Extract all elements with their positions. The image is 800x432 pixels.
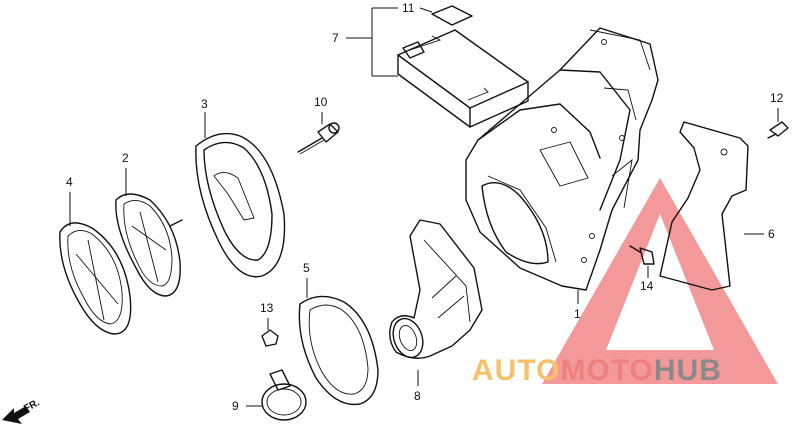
air-filter-element <box>397 29 529 128</box>
watermark-hub: HUB <box>654 354 722 387</box>
part-number-4: 4 <box>66 175 73 189</box>
filter-holder <box>115 193 183 297</box>
part-number-11: 11 <box>402 1 415 15</box>
hose-clamp <box>261 369 307 421</box>
part-number-14: 14 <box>640 279 654 293</box>
intake-boot <box>389 219 483 359</box>
filter-cone <box>195 132 286 278</box>
watermark-triangle <box>542 178 778 384</box>
front-direction-indicator: FR. <box>2 397 42 424</box>
part-number-9: 9 <box>232 399 239 413</box>
bolt-10 <box>297 122 340 155</box>
part-number-10: 10 <box>314 95 328 109</box>
filter-tab <box>431 5 473 26</box>
part-number-5: 5 <box>303 261 310 275</box>
bolt-12 <box>767 121 789 139</box>
front-arrow-icon <box>2 406 30 424</box>
part-number-7: 7 <box>332 31 339 45</box>
watermark-moto: MOTO <box>560 354 653 387</box>
part-number-2: 2 <box>122 151 129 165</box>
part-numbers: 1 2 3 4 5 6 7 8 9 10 11 12 13 14 <box>66 1 784 413</box>
leader-lines <box>69 7 779 407</box>
bolt-14 <box>629 245 655 265</box>
part-number-12: 12 <box>770 91 784 105</box>
svg-text:AUTOMOTOHUB: AUTOMOTOHUB <box>472 354 722 387</box>
part-number-1: 1 <box>574 307 581 321</box>
part-number-6: 6 <box>768 227 775 241</box>
part-number-13: 13 <box>260 301 274 315</box>
part-number-8: 8 <box>414 389 421 403</box>
nut-13 <box>261 329 279 347</box>
filter-screen <box>59 222 132 335</box>
splash-guard <box>659 121 749 291</box>
air-cleaner-case <box>465 27 659 291</box>
watermark-logo <box>542 178 778 384</box>
front-label: FR. <box>22 397 42 414</box>
part-number-3: 3 <box>201 97 208 111</box>
watermark-text: AUTOMOTOHUB <box>472 354 722 387</box>
gasket <box>298 295 379 406</box>
watermark-auto: AUTO <box>472 354 560 387</box>
